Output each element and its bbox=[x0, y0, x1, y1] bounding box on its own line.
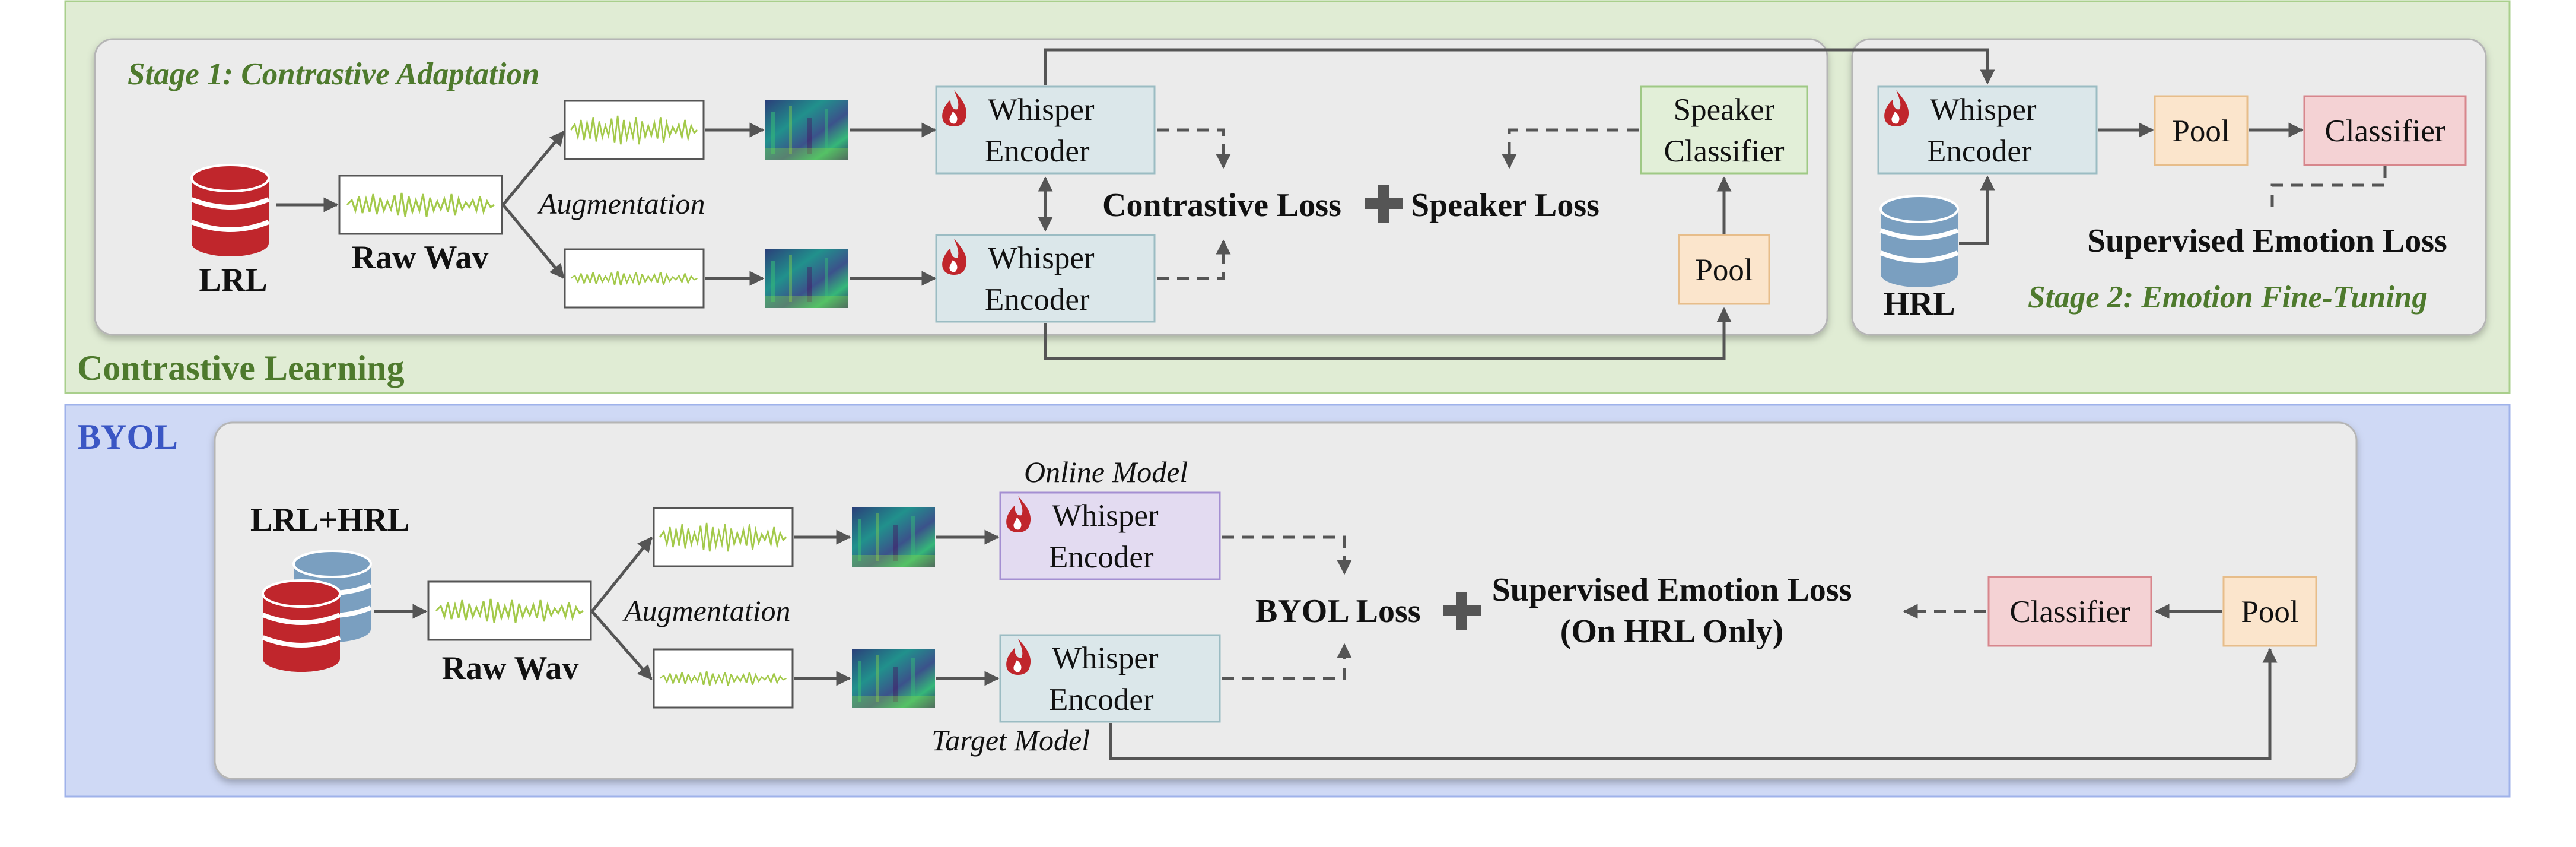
byol-supervised-loss-line2: (On HRL Only) bbox=[1560, 613, 1784, 650]
augmented-waveform-icon bbox=[564, 248, 705, 309]
whisper-encoder-stage2: Whisper Encoder bbox=[1877, 85, 2098, 175]
augmented-waveform-icon bbox=[653, 648, 794, 709]
svg-text:Whisper: Whisper bbox=[988, 241, 1095, 275]
svg-text:Encoder: Encoder bbox=[985, 134, 1090, 169]
classifier-box-stage2: Classifier bbox=[2303, 95, 2467, 166]
whisper-encoder-online: Whisper Encoder bbox=[999, 491, 1221, 580]
contrastive-loss-label: Contrastive Loss bbox=[1102, 187, 1341, 224]
pool-box: Pool bbox=[1678, 234, 1770, 305]
augmentation-label: Augmentation bbox=[537, 187, 705, 220]
spectrogram-icon bbox=[852, 649, 935, 708]
byol-augmentation-label: Augmentation bbox=[622, 594, 791, 627]
svg-text:Encoder: Encoder bbox=[1049, 540, 1154, 575]
svg-text:Whisper: Whisper bbox=[1052, 499, 1159, 533]
byol-loss-label: BYOL Loss bbox=[1255, 593, 1421, 630]
lrl-label: LRL bbox=[199, 262, 267, 299]
byol-box: LRL+HRL Raw Wav Augmentation bbox=[214, 421, 2358, 780]
svg-text:Whisper: Whisper bbox=[1930, 93, 2037, 127]
spectrogram-icon bbox=[765, 100, 848, 160]
raw-wav-waveform-icon bbox=[427, 580, 592, 641]
augmented-waveform-icon bbox=[653, 507, 794, 567]
online-model-label: Online Model bbox=[1024, 455, 1188, 488]
stage2-box: Stage 2: Emotion Fine-Tuning Whisper Enc… bbox=[1851, 38, 2487, 336]
raw-wav-waveform-icon bbox=[338, 175, 503, 235]
whisper-encoder-top: Whisper Encoder bbox=[935, 85, 1156, 175]
stage2-title: Stage 2: Emotion Fine-Tuning bbox=[2028, 280, 2428, 315]
byol-supervised-loss-line1: Supervised Emotion Loss bbox=[1492, 572, 1852, 608]
contrastive-panel: Contrastive Learning Stage 1: Contrastiv… bbox=[64, 0, 2511, 394]
svg-text:Pool: Pool bbox=[1695, 253, 1753, 287]
byol-pool-box: Pool bbox=[2222, 576, 2317, 647]
svg-text:Classifier: Classifier bbox=[2324, 114, 2445, 148]
spectrogram-icon bbox=[765, 249, 848, 308]
lrl-hrl-label: LRL+HRL bbox=[250, 502, 409, 538]
byol-section-label: BYOL bbox=[77, 417, 178, 456]
pool-box-stage2: Pool bbox=[2154, 95, 2249, 166]
svg-text:Classifier: Classifier bbox=[1664, 134, 1784, 169]
stage1-box: Stage 1: Contrastive Adaptation LRL Raw … bbox=[94, 38, 1828, 360]
hrl-database-icon bbox=[1881, 196, 1958, 287]
speaker-loss-label: Speaker Loss bbox=[1411, 187, 1599, 224]
contrastive-section-label: Contrastive Learning bbox=[77, 348, 405, 388]
svg-text:Classifier: Classifier bbox=[2009, 595, 2130, 629]
svg-text:Pool: Pool bbox=[2241, 595, 2298, 629]
hrl-label: HRL bbox=[1883, 285, 1955, 322]
lrl-database-icon bbox=[192, 165, 269, 256]
spectrogram-icon bbox=[852, 507, 935, 567]
svg-text:Pool: Pool bbox=[2172, 114, 2230, 148]
raw-wav-label: Raw Wav bbox=[352, 239, 489, 276]
whisper-encoder-bottom: Whisper Encoder bbox=[935, 234, 1156, 323]
svg-text:Encoder: Encoder bbox=[985, 283, 1090, 317]
plus-icon bbox=[1443, 592, 1481, 630]
svg-text:Speaker: Speaker bbox=[1674, 93, 1775, 127]
whisper-encoder-target: Whisper Encoder bbox=[999, 634, 1221, 723]
svg-text:Whisper: Whisper bbox=[1052, 641, 1159, 675]
svg-text:Encoder: Encoder bbox=[1927, 134, 2032, 169]
target-model-label: Target Model bbox=[931, 724, 1090, 757]
byol-raw-wav-label: Raw Wav bbox=[442, 650, 579, 687]
lrl-database-icon bbox=[263, 580, 340, 672]
byol-classifier-box: Classifier bbox=[1987, 576, 2152, 647]
stage1-title: Stage 1: Contrastive Adaptation bbox=[128, 57, 539, 91]
svg-text:Whisper: Whisper bbox=[988, 93, 1095, 127]
byol-panel: BYOL LRL+HRL Raw Wav Augmentation bbox=[64, 404, 2511, 798]
augmented-waveform-icon bbox=[564, 100, 705, 160]
svg-text:Encoder: Encoder bbox=[1049, 683, 1154, 717]
plus-icon bbox=[1365, 185, 1403, 223]
supervised-emotion-loss-label: Supervised Emotion Loss bbox=[2087, 223, 2447, 259]
speaker-classifier-box: Speaker Classifier bbox=[1640, 85, 1808, 175]
